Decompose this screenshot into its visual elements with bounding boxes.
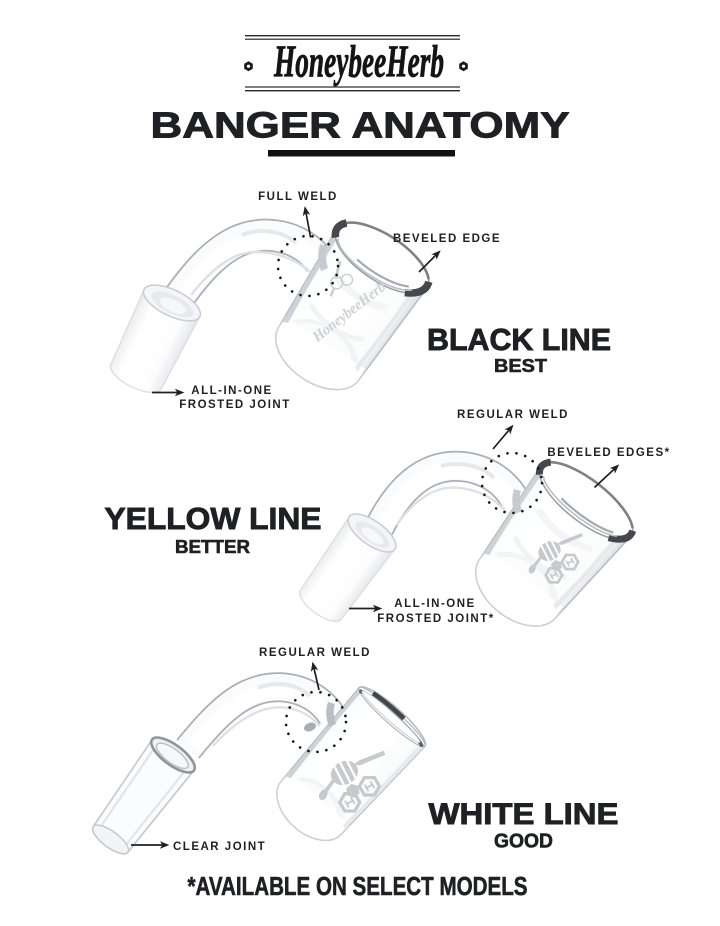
svg-text:BLACK LINE: BLACK LINE	[427, 323, 611, 357]
svg-text:ALL-IN-ONE: ALL-IN-ONE	[394, 598, 475, 610]
svg-text:BEST: BEST	[494, 355, 548, 376]
svg-text:BANGER ANATOMY: BANGER ANATOMY	[151, 105, 570, 146]
svg-text:BETTER: BETTER	[175, 536, 250, 557]
svg-text:BEVELED EDGE: BEVELED EDGE	[393, 233, 501, 245]
svg-text:FROSTED JOINT*: FROSTED JOINT*	[377, 613, 494, 625]
svg-text:REGULAR WELD: REGULAR WELD	[457, 409, 569, 421]
svg-text:YELLOW LINE: YELLOW LINE	[105, 501, 322, 536]
svg-text:ALL-IN-ONE: ALL-IN-ONE	[191, 385, 272, 397]
svg-text:CLEAR JOINT: CLEAR JOINT	[173, 841, 266, 853]
svg-text:GOOD: GOOD	[494, 830, 553, 853]
svg-text:*AVAILABLE ON SELECT MODELS: *AVAILABLE ON SELECT MODELS	[188, 871, 528, 901]
svg-text:FROSTED JOINT: FROSTED JOINT	[179, 399, 291, 411]
svg-text:BEVELED EDGES*: BEVELED EDGES*	[547, 447, 670, 459]
svg-text:HoneybeeHerb: HoneybeeHerb	[273, 37, 444, 87]
svg-text:REGULAR WELD: REGULAR WELD	[259, 647, 371, 659]
svg-text:WHITE LINE: WHITE LINE	[429, 798, 619, 831]
svg-text:FULL WELD: FULL WELD	[258, 191, 338, 203]
